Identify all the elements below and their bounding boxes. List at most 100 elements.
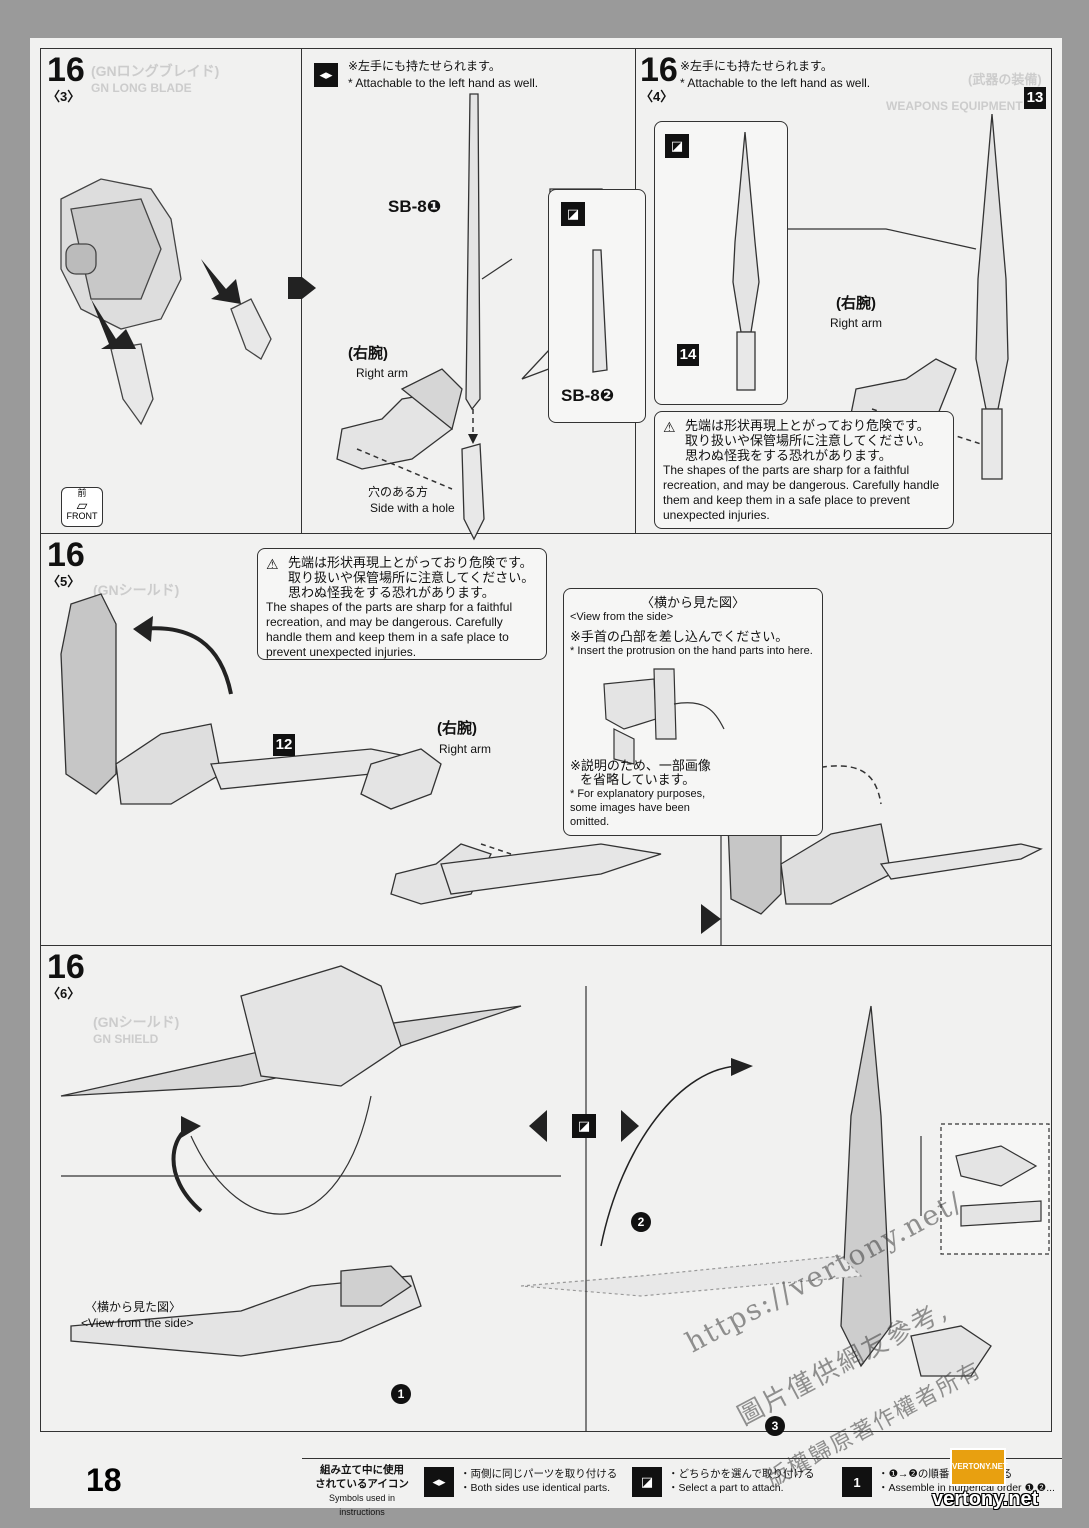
manual-page: 16 〈3〉 (GNロングブレイド) GN LONG BLADE 前 ▱ FRO… [30,38,1062,1517]
footer-legend: 18 組み立て中に使用 されているアイコン Symbols used in in… [30,1450,1062,1517]
legend-title: 組み立て中に使用 されているアイコン Symbols used in instr… [308,1463,416,1519]
front-en: FRONT [66,511,98,521]
warning-jp-3: 思わぬ怪我をする恐れがあります。 [288,585,495,600]
step-number: 16 [47,536,85,574]
legend-select-part: ・どちらかを選んで取り付ける ・Select a part to attach. [668,1467,814,1495]
hole-side-en: Side with a hole [370,501,455,515]
part-13-badge: 13 [1024,87,1046,109]
legend-sequence-en: ・Assemble in numerical order ❶,❷... [878,1482,1055,1494]
step-number: 16 [47,51,85,89]
ghost-subtitle: WEAPONS EQUIPMENT [886,99,1023,113]
side-view-en: <View from the side> [570,611,674,623]
left-hand-note-en: * Attachable to the left hand as well. [348,76,539,90]
warning-icon: ⚠ [266,556,279,572]
step-number: 16 [640,51,678,89]
right-arm-en: Right arm [439,742,492,756]
insert-note-jp: ※手首の凸部を差し込んでください。 [570,629,789,644]
substep-label: 〈4〉 [640,89,674,104]
hole-side-jp: 穴のある方 [368,485,429,499]
legend-both-sides: ・両側に同じパーツを取り付ける ・Both sides use identica… [460,1467,617,1495]
warning-jp-3: 思わぬ怪我をする恐れがあります。 [685,448,892,463]
side-view-jp: 〈横から見た図〉 [85,1300,182,1314]
shield-fold-illustration [60,593,1043,946]
part-sb8-2: SB-8❷ [561,386,615,405]
substep-label: 〈5〉 [47,574,81,589]
part-sb8-1: SB-8❶ [388,197,442,216]
select-part-icon: ◪ [561,202,585,226]
left-hand-note-jp: ※左手にも持たせられます。 [680,59,833,73]
panel-16-6: 16 〈6〉 (GNシールド) GN SHIELD [40,946,1052,1436]
ghost-subtitle: GN SHIELD [93,1032,159,1046]
right-arm-jp: (右腕) [348,345,388,362]
right-arm-jp: (右腕) [836,295,876,312]
warning-en: The shapes of the parts are sharp for a … [663,463,940,522]
seq-badge-1: 1 [391,1384,411,1404]
legend-title-jp-2: されているアイコン [315,1478,409,1490]
panel-16-5: 16 〈5〉 (GNシールド) ⚠ 先端は形状再現上とがっており危険です。 取り… [40,534,1052,946]
blade-rotate-illustration [60,965,1050,1432]
alt-blade-box: ◪ 14 [654,121,788,405]
warning-en: The shapes of the parts are sharp for a … [266,600,513,659]
sequence-icon: 1 [842,1467,872,1497]
vertony-logo: VERTONY.NET [950,1448,1008,1486]
substep-label: 〈6〉 [47,986,81,1001]
ghost-subtitle: GN LONG BLADE [91,81,192,95]
side-view-en: <View from the side> [81,1316,194,1330]
part-12-badge: 12 [273,734,295,756]
legend-select-part-en: ・Select a part to attach. [668,1482,784,1494]
insert-note-en: * Insert the protrusion on the hand part… [570,645,813,657]
legend-title-jp-1: 組み立て中に使用 [320,1464,404,1476]
right-arm-en: Right arm [356,366,409,380]
side-view-jp: 〈横から見た図〉 [640,595,745,610]
legend-box: 組み立て中に使用 されているアイコン Symbols used in instr… [302,1458,1062,1517]
ghost-title: (GNシールド) [93,1014,180,1030]
part-14-badge: 14 [677,344,699,366]
warning-box: ⚠ 先端は形状再現上とがっており危険です。 取り扱いや保管場所に注意してください… [654,411,954,529]
double-arrow-icon [529,1110,639,1142]
ghost-title: (GNロングブレイド) [91,63,220,79]
left-hand-note-en: * Attachable to the left hand as well. [680,76,871,90]
warning-box: ⚠ 先端は形状再現上とがっており危険です。 取り扱いや保管場所に注意してください… [257,548,547,660]
both-sides-icon: ◂▸ [314,63,338,87]
select-rotate-icon: ◪ [529,1106,639,1146]
short-blade-illustration [732,131,760,391]
front-jp: 前 [77,488,87,498]
select-part-icon: ◪ [665,134,689,158]
right-arm-jp: (右腕) [437,720,477,737]
warning-jp-1: 先端は形状再現上とがっており危険です。 [288,555,533,570]
panel-16-4: 16 〈4〉 ※左手にも持たせられます。 * Attachable to the… [636,48,1052,534]
step-number: 16 [47,948,85,986]
seq-badge-3: 3 [765,1416,785,1436]
omit-note-jp-2: を省略しています。 [580,772,696,787]
long-blade-illustration [336,93,603,541]
side-view-box: 〈横から見た図〉 <View from the side> ※手首の凸部を差し込… [563,588,823,836]
select-part-icon: ◪ [572,1114,596,1138]
warning-jp-2: 取り扱いや保管場所に注意してください。 [288,570,535,585]
page-number: 18 [86,1462,122,1498]
wrist-side-illustration [603,668,725,765]
panel-16-3-attach: ◂▸ ※左手にも持たせられます。 * Attachable to the lef… [302,48,646,541]
step-arrow-icon [288,277,316,299]
substep-label: 〈3〉 [47,89,81,104]
select-part-box: ◪ SB-8❷ [548,189,646,423]
warning-icon: ⚠ [663,419,676,435]
legend-select-part-jp: ・どちらかを選んで取り付ける [668,1468,815,1480]
omit-note-en: * For explanatory purposes, some images … [570,788,706,828]
select-part-icon: ◪ [632,1467,662,1497]
left-hand-note-jp: ※左手にも持たせられます。 [348,59,501,73]
seq-badge-2: 2 [631,1212,651,1232]
legend-both-sides-jp: ・両側に同じパーツを取り付ける [460,1468,618,1480]
ghost-title: (GNシールド) [93,582,180,598]
right-arm-en: Right arm [830,316,883,330]
omit-note: ※説明のため、一部画像 を省略しています。 * For explanatory … [570,759,720,829]
omit-note-jp-1: ※説明のため、一部画像 [570,758,711,773]
warning-jp-1: 先端は形状再現上とがっており危険です。 [685,418,930,433]
both-sides-icon: ◂▸ [424,1467,454,1497]
warning-jp-2: 取り扱いや保管場所に注意してください。 [685,433,932,448]
vertony-site: vertony.net [932,1488,1039,1510]
ghost-title: (武器の装備) [968,72,1042,87]
panel-16-3: 16 〈3〉 (GNロングブレイド) GN LONG BLADE 前 ▱ FRO… [40,48,302,534]
legend-both-sides-en: ・Both sides use identical parts. [460,1482,610,1494]
front-icon: 前 ▱ FRONT [61,487,103,527]
robot-torso-illustration [60,178,272,426]
